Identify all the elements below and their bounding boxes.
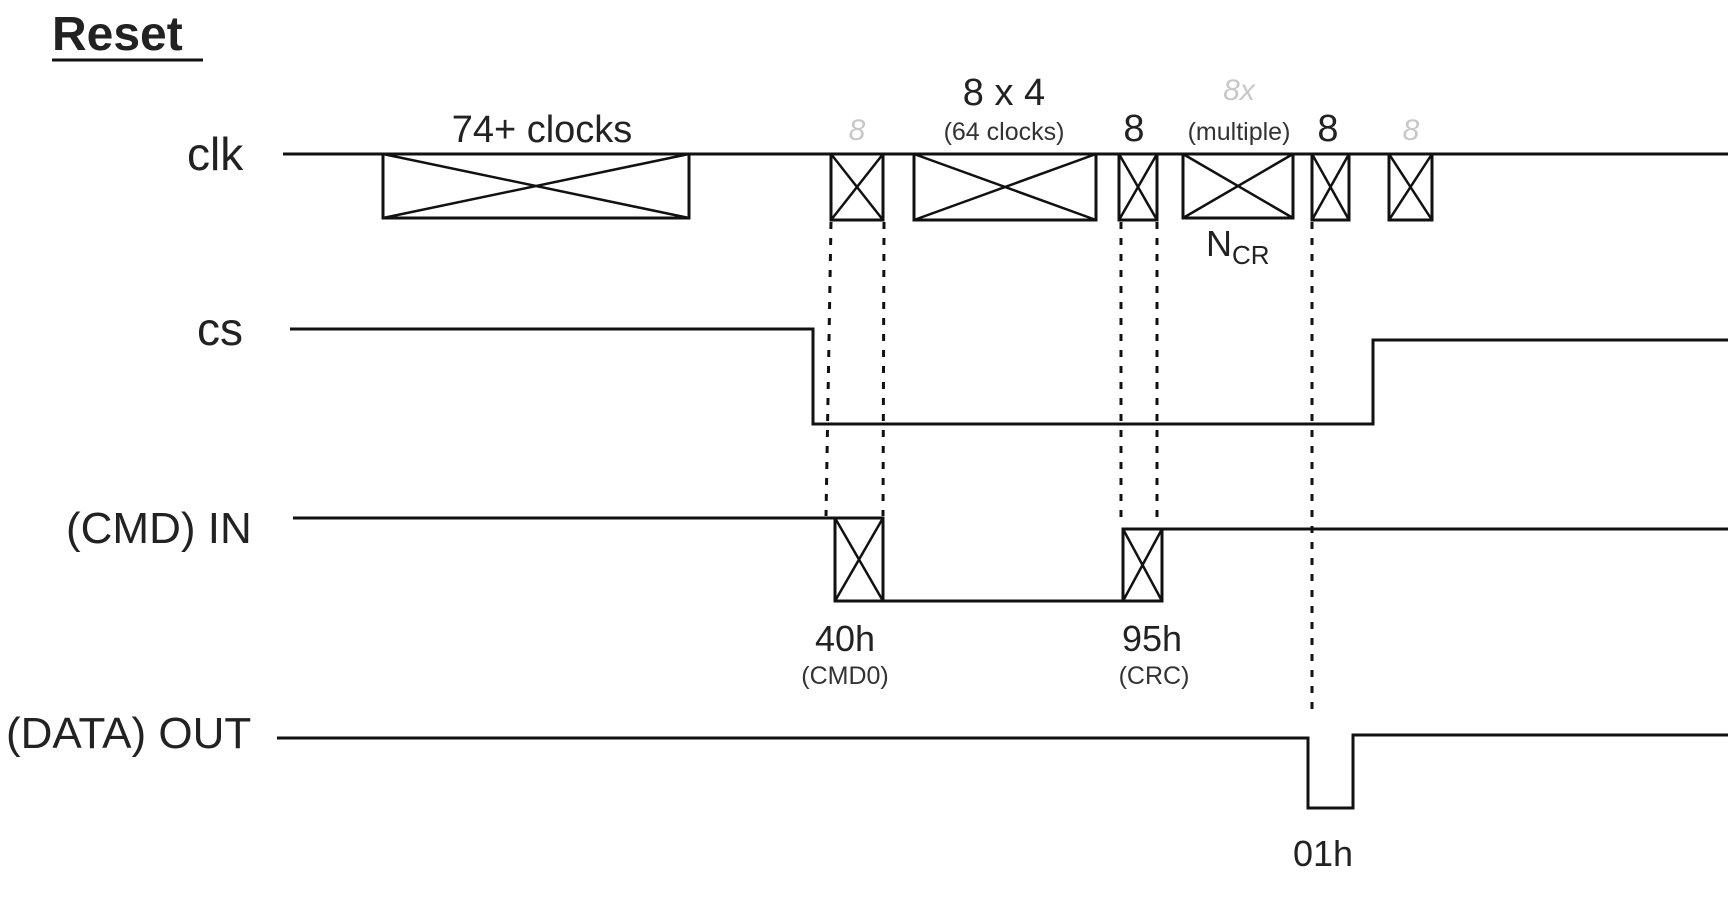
clk-burst-args <box>912 152 1098 222</box>
ncr-main-text: N <box>1206 223 1232 264</box>
ncr-sub-text: CR <box>1232 240 1270 270</box>
ghost-8-label-b: 8 <box>1403 114 1420 147</box>
multiple-label: (multiple) <box>1188 118 1291 146</box>
cmd0-name-label: (CMD0) <box>801 662 889 690</box>
bytes-8x4-label: 8 x 4 <box>963 72 1045 114</box>
clk-burst-cmd <box>829 152 885 222</box>
clk-burst-74 <box>381 152 691 220</box>
diagram-title: Reset <box>52 8 183 61</box>
guide-cmd-right <box>881 221 886 517</box>
data-out-waveform <box>277 733 1728 810</box>
clk-signal-label: clk <box>187 128 244 180</box>
clocks-74-label: 74+ clocks <box>452 109 633 151</box>
response-hex-label: 01h <box>1293 833 1353 874</box>
resp-8-label: 8 <box>1317 108 1338 150</box>
crc-name-label: (CRC) <box>1119 662 1190 690</box>
crc-8-label: 8 <box>1123 108 1144 150</box>
cmd-in-signal-label: (CMD) IN <box>66 504 252 553</box>
clk-burst-response <box>1310 152 1351 222</box>
cmd-in-waveform <box>293 516 1728 603</box>
clk-burst-ncr <box>1181 152 1295 220</box>
clk-burst-crc <box>1117 152 1159 222</box>
cs-signal-label: cs <box>197 303 243 355</box>
cs-waveform <box>290 327 1728 426</box>
data-out-signal-label: (DATA) OUT <box>6 709 251 758</box>
clocks-64-label: (64 clocks) <box>944 118 1065 146</box>
ncr-label: NCR <box>1206 223 1270 270</box>
guide-cmd-left <box>824 221 833 517</box>
crc-hex-label: 95h <box>1122 618 1182 659</box>
ghost-8x-label: 8x <box>1223 74 1256 107</box>
ghost-8-label-a: 8 <box>849 114 866 147</box>
clk-burst-trailing <box>1387 152 1434 222</box>
cmd0-hex-label: 40h <box>815 618 875 659</box>
